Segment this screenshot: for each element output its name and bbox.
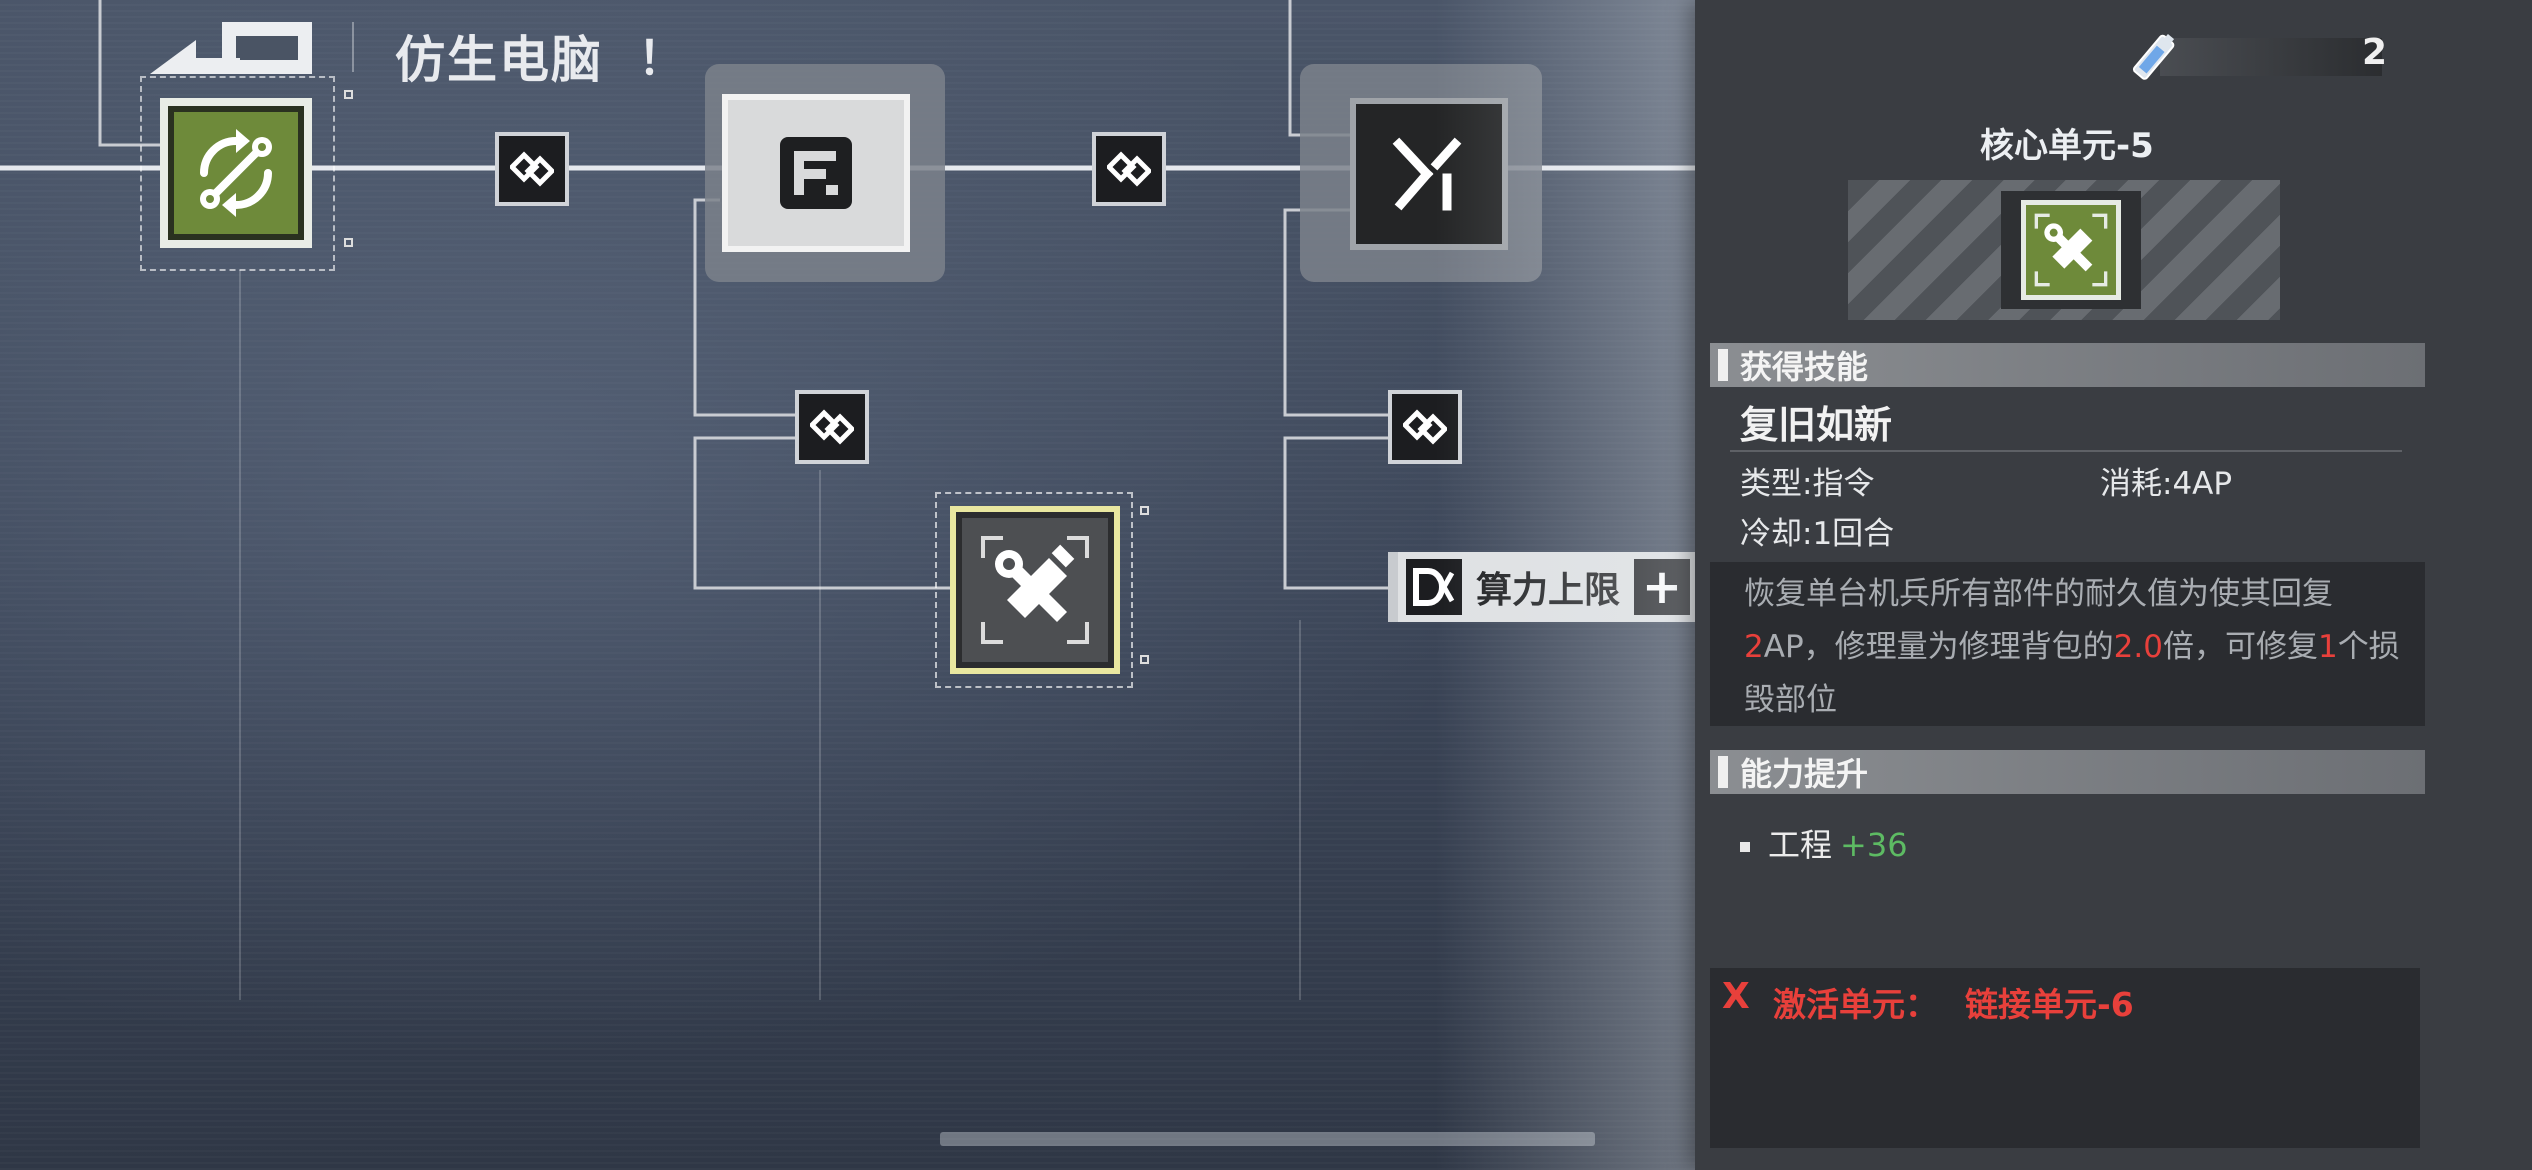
chain-link-icon [1403,409,1447,445]
resource-bar [2160,38,2382,76]
chain-link-icon [510,151,554,187]
skill-name: 复旧如新 [1740,403,1893,447]
title-separator [352,22,354,72]
horizontal-scrollbar[interactable] [940,1132,1595,1146]
title-mark: ！ [638,31,684,85]
selection-frame [935,492,1133,688]
selection-corner [344,90,353,99]
chain-link-icon [810,409,854,445]
link-node[interactable] [495,132,569,206]
selection-corner [1140,506,1149,515]
capacity-node[interactable]: 算力上限 + [1388,552,1695,622]
skill-cooldown: 冷却:1回合 [1740,516,1895,552]
core-unit-node[interactable] [160,98,312,248]
wrench-cycle-icon [200,129,272,217]
unit-name: 核心单元-5 [1980,126,2154,166]
f-chip-icon [780,137,852,209]
activation-target: 链接单元-6 [1965,985,2134,1024]
chain-link-icon [1107,151,1151,187]
y-chip-icon [1392,137,1462,211]
skill-tree-area: 仿生电脑 ！ [0,0,1695,1170]
page-title: 仿生电脑 [395,31,603,89]
highlight-value: 1 [2317,629,2338,665]
activation-label: 激活单元： [1773,985,1938,1024]
link-node[interactable] [1388,390,1462,464]
ability-name: 工程 [1768,826,1833,864]
resource-count: 2 [2362,32,2388,73]
selection-corner [344,238,353,247]
activation-box [1710,968,2420,1148]
selection-corner [1140,655,1149,664]
capacity-label: 算力上限 [1476,570,1621,611]
divider [1730,450,2402,452]
skill-type: 类型:指令 [1740,466,1875,502]
skill-cost: 消耗:4AP [2100,466,2233,502]
selected-skill-node[interactable] [950,506,1120,674]
back-arrow-icon[interactable] [150,18,315,78]
highlight-value: 2.0 [2113,629,2163,665]
highlight-value: 2 [1744,629,1764,665]
plus-icon: + [1634,559,1691,615]
link-node[interactable] [1092,132,1166,206]
ability-section-title: 能力提升 [1740,755,1869,793]
tools-icon [2034,213,2108,287]
battery-icon [2132,33,2175,80]
selection-frame [140,76,335,271]
skill-section-title: 获得技能 [1740,348,1869,386]
skill-description: 恢复单台机兵所有部件的耐久值为使其回复2AP，修理量为修理背包的2.0倍，可修复… [1710,562,2425,726]
unit-preview-core [2001,191,2141,309]
ability-item: 工程+36 [1740,820,1908,866]
skill-section-header: 获得技能 [1710,343,2425,387]
link-node[interactable] [795,390,869,464]
dx-icon [1406,559,1462,615]
ability-value: +36 [1840,826,1908,864]
tools-icon [981,536,1089,644]
bullet-icon [1740,842,1750,852]
f-chip-node[interactable] [722,94,910,252]
y-chip-node[interactable] [1350,98,1508,250]
locked-x-icon: X [1722,976,1750,1017]
ability-section-header: 能力提升 [1710,750,2425,794]
